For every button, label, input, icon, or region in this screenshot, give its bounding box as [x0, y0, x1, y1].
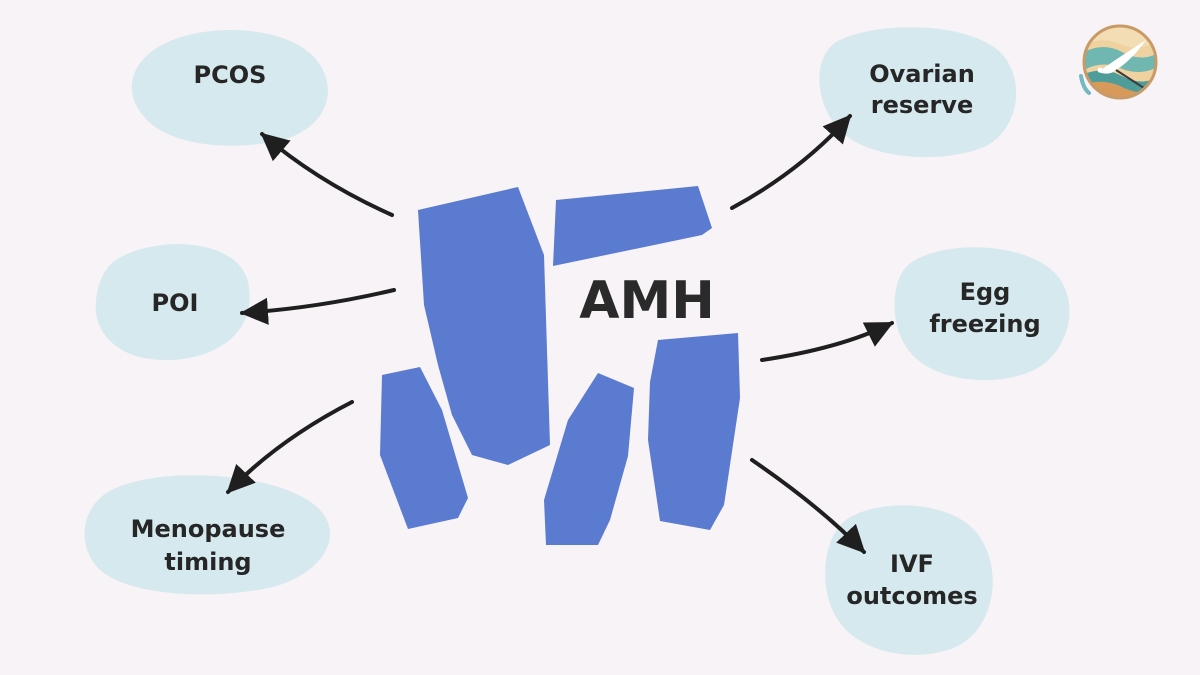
node-label-egg-line2: freezing [929, 310, 1040, 338]
arrow-to-pcos [260, 132, 394, 217]
center-label: AMH [579, 271, 715, 331]
heron-logo-icon [1079, 24, 1158, 100]
ivf-outcomes-bubble [825, 505, 993, 655]
amh-block-top [553, 186, 712, 266]
amh-block-tall [418, 187, 550, 465]
node-label-egg-line1: Egg [960, 278, 1011, 306]
node-label-poi: POI [152, 289, 199, 317]
node-label-ivf-line1: IVF [890, 550, 934, 578]
amh-block-right [648, 333, 740, 530]
node-label-pcos: PCOS [194, 61, 267, 89]
pcos-bubble [131, 30, 328, 146]
node-label-ovarian-line2: reserve [871, 91, 973, 119]
node-label-ovarian-line1: Ovarian [869, 60, 975, 88]
arrow-to-ovarian-reserve [730, 114, 852, 210]
amh-block-left [380, 367, 468, 529]
poi-bubble [95, 244, 250, 361]
arrow-to-ivf-outcomes [750, 458, 866, 554]
ovarian-reserve-bubble [819, 27, 1017, 158]
menopause-timing-bubble [84, 475, 330, 595]
amh-block-middle [544, 373, 634, 545]
egg-freezing-bubble [894, 247, 1070, 381]
node-label-ivf-line2: outcomes [846, 582, 977, 610]
node-label-menopause-line1: Menopause [131, 515, 286, 543]
arrow-to-menopause-timing [226, 400, 354, 494]
arrow-to-egg-freezing [760, 321, 894, 362]
node-label-menopause-line2: timing [164, 548, 251, 576]
arrow-to-poi [240, 288, 396, 325]
